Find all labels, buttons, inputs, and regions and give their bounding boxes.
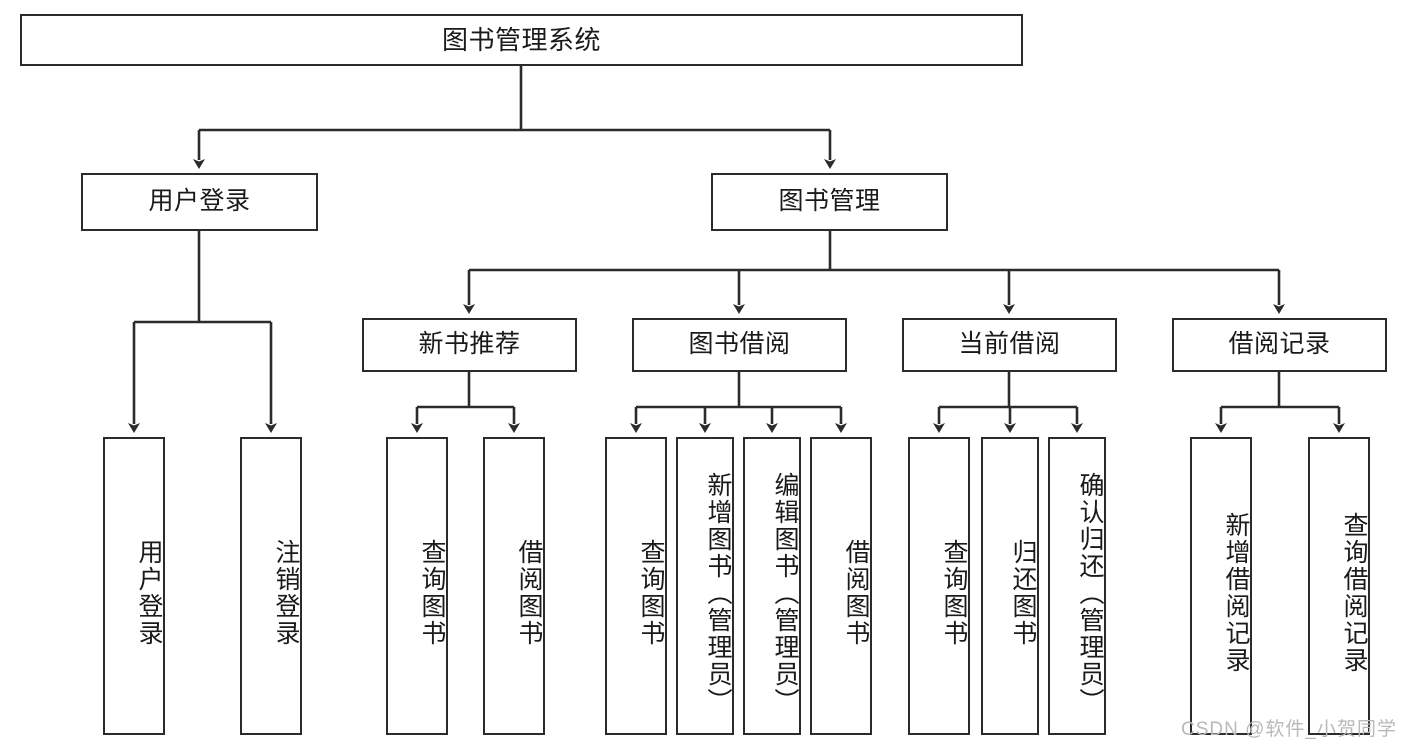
leaf-node-label: 确认归还（管理员） [1076,471,1104,715]
node-book-management[interactable]: 图书管理 [711,173,948,231]
node-current-borrow-label: 当前借阅 [958,330,1061,359]
leaf-node[interactable]: 查询图书 [386,437,448,735]
leaf-node[interactable]: 编辑图书（管理员） [743,437,801,735]
leaf-node[interactable]: 新增图书（管理员） [676,437,734,735]
leaf-node[interactable]: 借阅图书 [483,437,545,735]
leaf-node[interactable]: 新增借阅记录 [1190,437,1252,735]
leaf-node-label: 编辑图书（管理员） [771,471,799,715]
leaf-node[interactable]: 查询图书 [605,437,667,735]
node-user-login-label: 用户登录 [148,187,251,216]
leaf-node-label: 新增图书（管理员） [704,471,732,715]
leaf-node-label: 归还图书 [1009,539,1037,647]
watermark-text: CSDN @软件_小贺同学 [1181,719,1397,740]
leaf-node[interactable]: 归还图书 [981,437,1039,735]
leaf-node[interactable]: 借阅图书 [810,437,872,735]
leaf-node-label: 借阅图书 [842,539,870,647]
leaf-node-label: 注销登录 [272,539,300,647]
node-current-borrow[interactable]: 当前借阅 [902,318,1117,372]
node-borrow-record-label: 借阅记录 [1228,330,1331,359]
node-new-book-recommend[interactable]: 新书推荐 [362,318,577,372]
node-root-label: 图书管理系统 [441,24,601,55]
leaf-node-label: 查询图书 [940,539,968,647]
node-user-login[interactable]: 用户登录 [81,173,318,231]
node-book-borrow-label: 图书借阅 [688,330,791,359]
leaf-node[interactable]: 查询借阅记录 [1308,437,1370,735]
leaf-node-label: 新增借阅记录 [1222,512,1250,674]
leaf-node-label: 用户登录 [135,539,163,647]
leaf-node-label: 借阅图书 [515,539,543,647]
leaf-node-label: 查询图书 [637,539,665,647]
leaf-node[interactable]: 确认归还（管理员） [1048,437,1106,735]
node-root-system[interactable]: 图书管理系统 [20,14,1023,66]
leaf-node-label: 查询借阅记录 [1340,512,1368,674]
leaf-node[interactable]: 注销登录 [240,437,302,735]
node-book-borrow[interactable]: 图书借阅 [632,318,847,372]
leaf-node[interactable]: 用户登录 [103,437,165,735]
leaf-node-label: 查询图书 [418,539,446,647]
node-borrow-record[interactable]: 借阅记录 [1172,318,1387,372]
node-new-book-recommend-label: 新书推荐 [418,330,521,359]
node-book-management-label: 图书管理 [778,187,881,216]
leaf-node[interactable]: 查询图书 [908,437,970,735]
